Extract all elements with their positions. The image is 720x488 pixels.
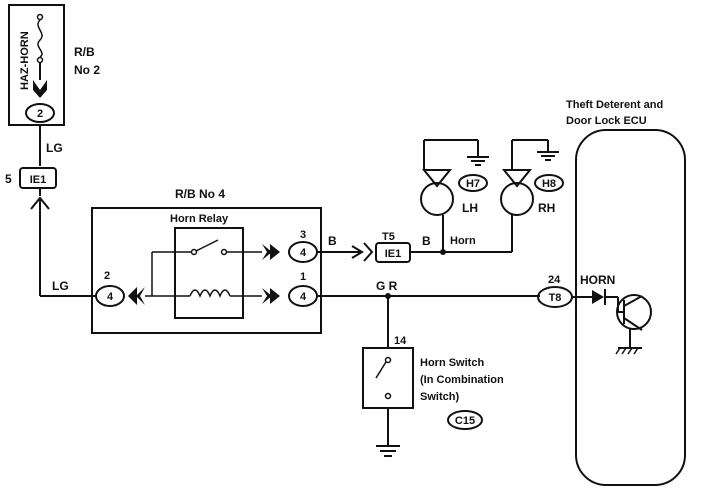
fuse-box: HAZ-HORN 2 (8, 4, 65, 126)
svg-text:IE1: IE1 (385, 248, 402, 260)
horn-lh-side: LH (462, 201, 478, 215)
svg-text:4: 4 (300, 291, 307, 303)
relay-name: Horn Relay (170, 213, 229, 225)
connector-ie1-left (19, 167, 57, 189)
fuse-icon (37, 19, 43, 58)
horn-switch-arm (375, 361, 387, 379)
fuse-terminal-bottom (36, 56, 44, 64)
svg-text:1: 1 (300, 271, 306, 283)
connector-arrow-icon (262, 288, 272, 304)
svg-text:4: 4 (107, 291, 114, 303)
horn-switch-line2: (In Combination (420, 374, 504, 386)
fuse-name: HAZ-HORN (19, 31, 31, 90)
connector-ie1-left-prefix: 5 (5, 172, 12, 186)
wire-label-b-second: B (422, 234, 431, 248)
svg-text:IE1: IE1 (30, 174, 47, 186)
connector-fork-icon (363, 242, 374, 262)
wire-label-lg-upper: LG (46, 141, 63, 155)
connector-fork-icon (30, 196, 50, 210)
fuse-location-line2: No 2 (74, 63, 100, 77)
connector-arrow-icon (128, 287, 137, 305)
horn-lh-icon (421, 169, 453, 188)
horn-lh-code: H7 (466, 178, 480, 190)
svg-text:T8: T8 (549, 292, 562, 304)
svg-text:2: 2 (37, 108, 43, 120)
wire-label-horn: Horn (450, 235, 476, 247)
horn-rh-code: H8 (542, 178, 556, 190)
horn-switch-line1: Horn Switch (420, 357, 484, 369)
ecu-title-line2: Door Lock ECU (566, 115, 647, 127)
horn-switch-line3: Switch) (420, 391, 459, 403)
relay-contact-fixed (190, 248, 198, 256)
fuse-pin-oval (25, 103, 55, 123)
horn-rh-side: RH (538, 201, 555, 215)
svg-text:24: 24 (548, 274, 561, 286)
connector-arrow-icon (33, 80, 47, 98)
relay-body (174, 227, 244, 319)
horn-rh-icon (501, 169, 533, 188)
ecu-box (575, 129, 686, 486)
ecu-terminal-horn: HORN (580, 273, 615, 287)
svg-text:2: 2 (104, 270, 110, 282)
relay-contact-moving (220, 248, 228, 256)
horn-lh: H7 LH (420, 139, 489, 252)
connector-arrow-icon (262, 244, 272, 260)
relay-switch-arm (195, 239, 219, 252)
svg-text:14: 14 (394, 335, 407, 347)
ecu-title-line1: Theft Deterent and (566, 99, 663, 111)
diode-icon (592, 290, 604, 304)
relay-coil-icon (189, 289, 231, 298)
svg-text:4: 4 (300, 247, 307, 259)
connector-ie1-right-pin: T5 (382, 231, 395, 243)
horn-switch-code: C15 (455, 415, 475, 427)
horn-rh: H8 RH (500, 139, 564, 252)
relay-block-title: R/B No 4 (175, 187, 225, 201)
svg-text:3: 3 (300, 229, 306, 241)
wire-label-gr: G R (376, 279, 398, 293)
fuse-location-line1: R/B (74, 45, 95, 59)
relay-pin-left (95, 285, 125, 307)
wire-label-b-first: B (328, 234, 337, 248)
relay-block (91, 207, 322, 334)
wire-label-lg-left: LG (52, 279, 69, 293)
fuse-terminal-top (36, 13, 44, 21)
